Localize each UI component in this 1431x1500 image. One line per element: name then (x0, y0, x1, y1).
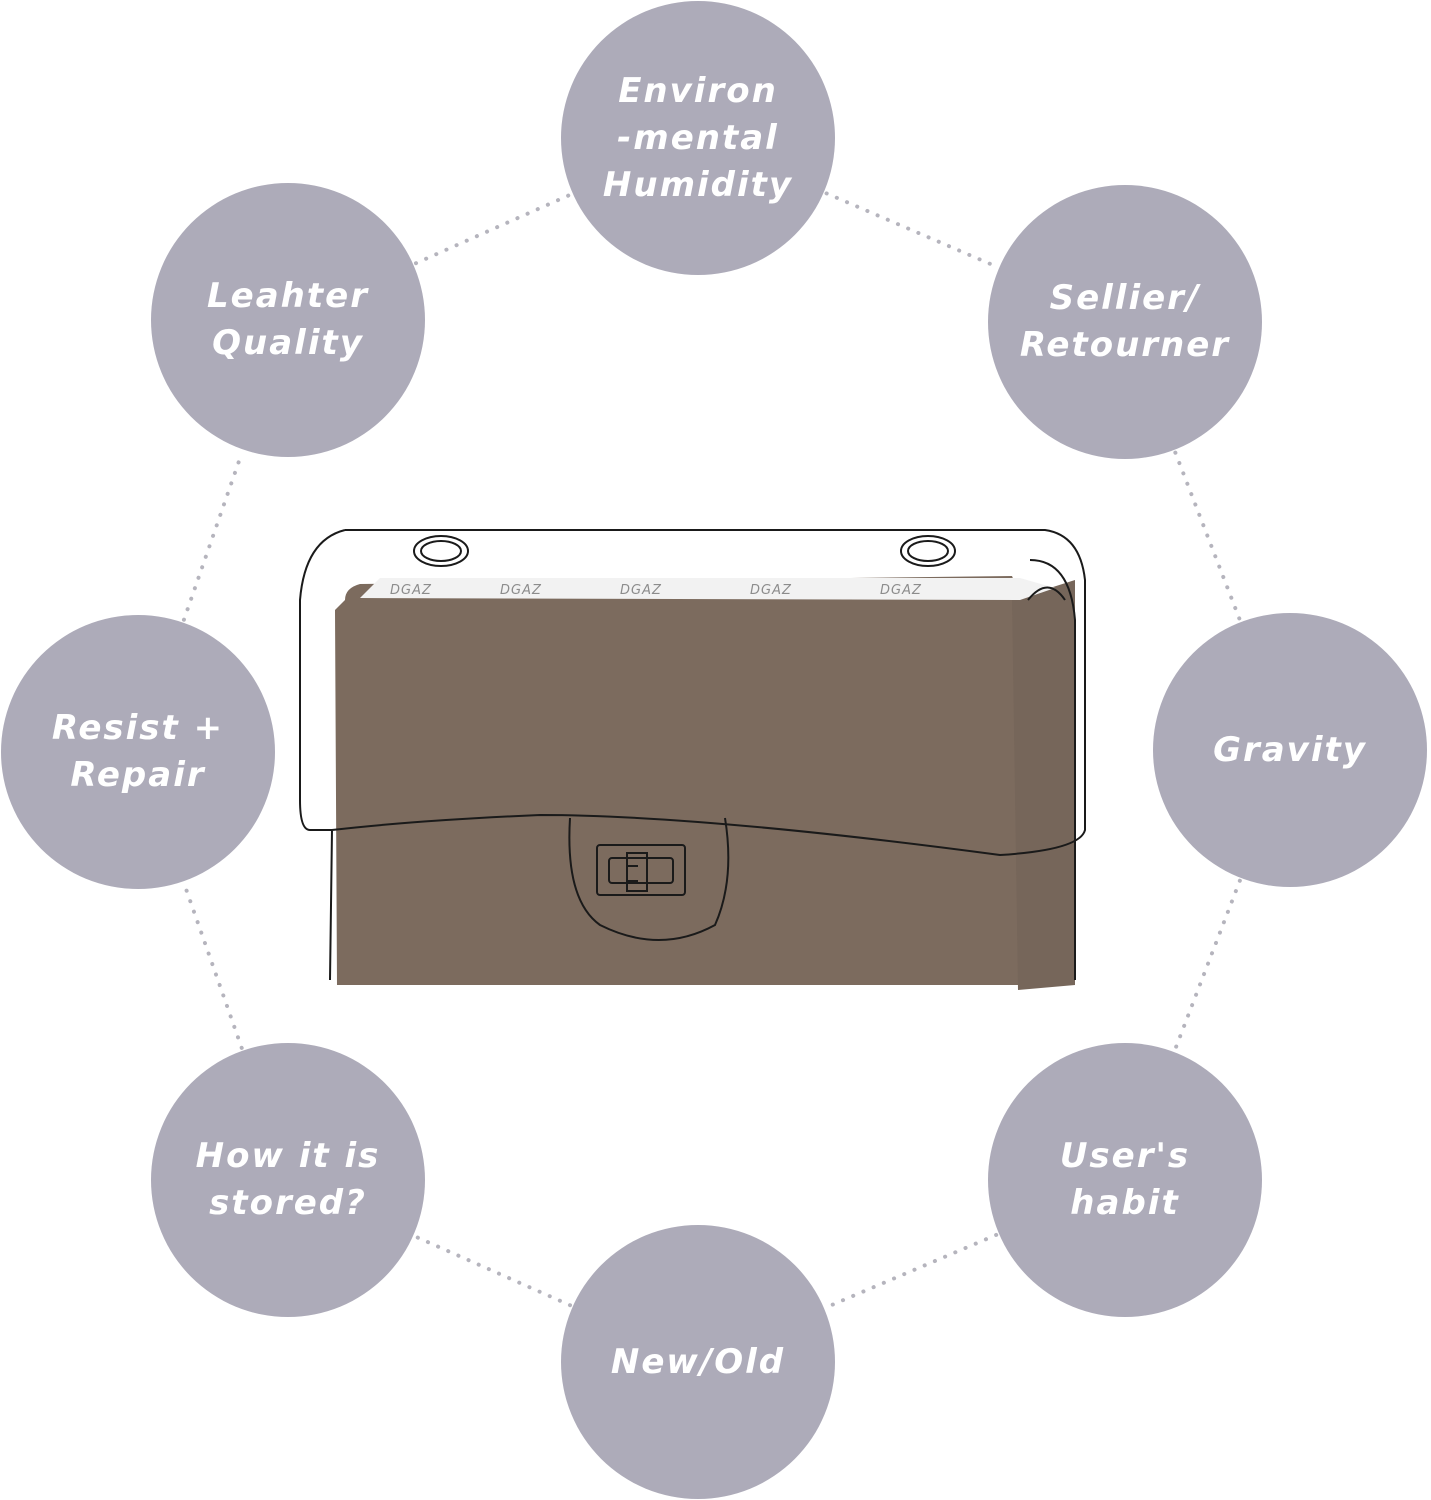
dotted-connector (1173, 450, 1242, 622)
factor-new-old: New/Old (561, 1225, 835, 1499)
factor-leather-quality: Leahter Quality (151, 183, 425, 457)
factor-label: Repair (70, 755, 206, 795)
factor-label: Retourner (1019, 325, 1231, 365)
brand-label: DGAZ (880, 583, 922, 598)
dotted-connector (182, 882, 244, 1050)
bag-outline (299, 529, 1086, 981)
factor-label: New/Old (610, 1341, 786, 1382)
factor-label: Resist + (51, 708, 225, 748)
factor-label: Gravity (1213, 729, 1367, 770)
dotted-connector (181, 450, 245, 622)
brand-strip (360, 578, 1055, 600)
factor-label: -mental (617, 117, 779, 158)
factor-how-stored: How it is stored? (151, 1043, 425, 1317)
shaper-side (1012, 580, 1075, 990)
factor-label: Environ (618, 70, 778, 111)
factor-gravity: Gravity (1153, 613, 1427, 887)
factor-environmental-humidity: Environ -mental Humidity (561, 1, 835, 275)
factor-label: Humidity (602, 164, 794, 205)
factor-label: habit (1070, 1183, 1180, 1223)
factor-users-habit: User's habit (988, 1043, 1262, 1317)
factor-label: User's (1059, 1136, 1191, 1176)
brand-label: DGAZ (390, 583, 432, 598)
brand-label: DGAZ (750, 583, 792, 598)
factor-label: How it is (195, 1136, 381, 1176)
factor-label: stored? (209, 1183, 367, 1223)
dotted-connector (1173, 878, 1242, 1052)
factor-resist-repair: Resist + Repair (1, 615, 275, 889)
brand-label: DGAZ (620, 583, 662, 598)
dotted-connector (824, 1232, 999, 1310)
eyelet-icon (413, 535, 956, 567)
factor-label: Quality (212, 323, 364, 363)
shaper-body (335, 576, 1022, 985)
brand-label: DGAZ (500, 583, 542, 598)
factor-sellier-retourner: Sellier/ Retourner (988, 185, 1262, 459)
dotted-connector (824, 191, 999, 269)
factor-label: Leahter (207, 276, 369, 316)
factor-label: Sellier/ (1049, 278, 1201, 318)
